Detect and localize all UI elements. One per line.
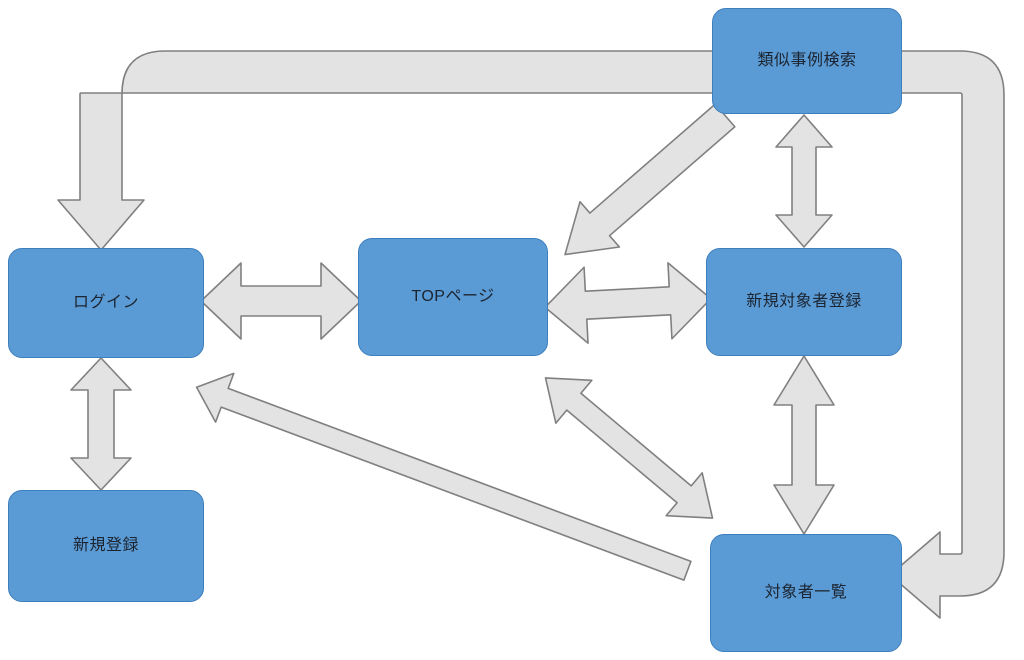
node-label-login: ログイン bbox=[72, 293, 139, 311]
node-label-top-page: TOPページ bbox=[411, 287, 495, 305]
node-label-similar-case-search: 類似事例検索 bbox=[757, 51, 857, 69]
node-new-target-registration[interactable]: 新規対象者登録 bbox=[706, 248, 902, 356]
connector-new-target-to-target-list-vertical bbox=[773, 355, 835, 535]
connector-login-to-top-horizontal bbox=[200, 262, 362, 340]
connector-login-to-new-registration-vertical bbox=[70, 357, 132, 491]
connector-top-to-new-target-horizontal bbox=[544, 262, 712, 344]
connector-target-list-to-login-diagonal bbox=[195, 372, 692, 581]
node-target-list[interactable]: 対象者一覧 bbox=[710, 534, 902, 652]
connector-search-to-new-target-vertical bbox=[775, 114, 833, 248]
node-label-new-target-registration: 新規対象者登録 bbox=[746, 292, 862, 310]
connector-top-to-target-list-diagonal bbox=[544, 377, 714, 519]
connector-search-to-top-diagonal bbox=[564, 103, 736, 256]
node-top-page[interactable]: TOPページ bbox=[358, 238, 548, 356]
node-similar-case-search[interactable]: 類似事例検索 bbox=[712, 8, 902, 114]
node-label-target-list: 対象者一覧 bbox=[764, 583, 848, 601]
node-new-registration[interactable]: 新規登録 bbox=[8, 490, 204, 602]
node-login[interactable]: ログイン bbox=[8, 248, 204, 358]
node-label-new-registration: 新規登録 bbox=[72, 536, 139, 554]
connector-search-to-target-list-elbow bbox=[889, 50, 1005, 619]
